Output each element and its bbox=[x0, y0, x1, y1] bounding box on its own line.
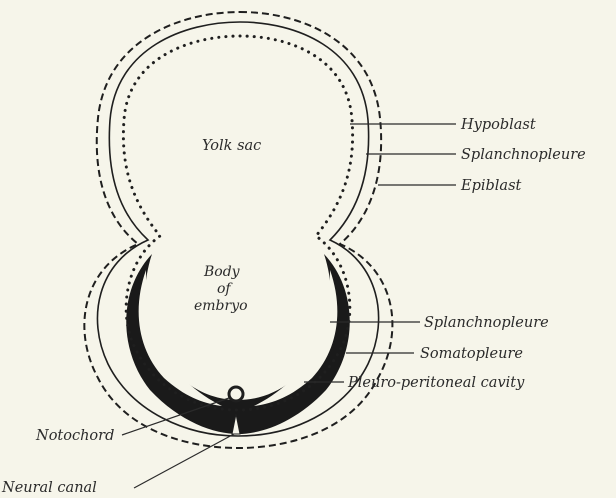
splanchnopleure-lower-label: Splanchnopleure bbox=[424, 315, 549, 331]
outer-dashed-outline bbox=[84, 12, 392, 448]
pleuro-peritoneal-cavity-label: Pleuro-peritoneal cavity bbox=[347, 375, 525, 391]
yolk-sac-label: Yolk sac bbox=[202, 138, 261, 154]
body-of-embryo-label-line1: Body bbox=[203, 264, 241, 280]
notochord-label: Notochord bbox=[35, 428, 114, 444]
epiblast-label: Epiblast bbox=[460, 178, 522, 194]
body-of-embryo-label-line3: embryo bbox=[194, 298, 248, 314]
body-wall-crescent bbox=[126, 254, 350, 434]
hypoblast-label: Hypoblast bbox=[460, 117, 536, 133]
notochord-circle bbox=[229, 387, 243, 401]
body-of-embryo-label-line2: of bbox=[217, 281, 233, 297]
splanchnopleure-upper-label: Splanchnopleure bbox=[461, 147, 586, 163]
somatopleure-label: Somatopleure bbox=[420, 346, 523, 362]
neural-canal-label: Neural canal bbox=[1, 480, 97, 496]
